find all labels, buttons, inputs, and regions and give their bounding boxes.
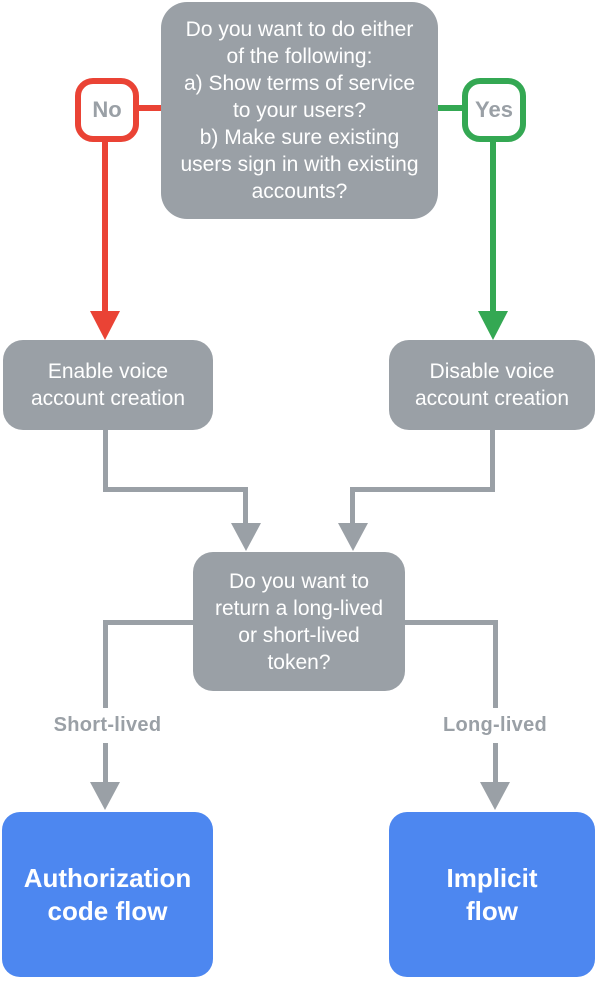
edge-enable-entry-line xyxy=(243,487,248,524)
node-enable-text: Enable voice account creation xyxy=(30,360,186,410)
node-implicit-flow: Implicit flow xyxy=(389,812,595,977)
node-auth-code-text: Authorization code flow xyxy=(23,862,192,926)
badge-yes-text: Yes xyxy=(475,97,513,122)
red-arrow-down-icon xyxy=(90,311,120,340)
edge-yes-horizontal-line xyxy=(436,105,464,111)
green-arrow-down-icon xyxy=(478,311,508,340)
node-authorization-code-flow: Authorization code flow xyxy=(2,812,213,977)
node-token-question: Do you want to return a long-lived or sh… xyxy=(193,552,405,691)
edge-enable-elbow-line xyxy=(103,487,248,492)
edge-label-long-lived-text: Long-lived xyxy=(442,714,548,736)
edge-long-lived-vertical-line xyxy=(493,620,498,783)
edge-disable-drop-line xyxy=(490,430,495,490)
node-top-question-text: Do you want to do either of the followin… xyxy=(180,18,419,203)
edge-label-short-lived: Short-lived xyxy=(23,708,192,743)
edge-disable-entry-line xyxy=(350,487,355,524)
edge-short-lived-horizontal-line xyxy=(103,620,193,625)
badge-no-text: No xyxy=(92,97,122,122)
edge-label-short-lived-text: Short-lived xyxy=(53,714,162,736)
edge-no-horizontal-line xyxy=(136,105,164,111)
edge-disable-elbow-line xyxy=(350,487,495,492)
edge-short-lived-vertical-line xyxy=(103,620,108,783)
node-implicit-text: Implicit flow xyxy=(446,862,538,926)
gray-arrow-down-icon xyxy=(90,782,120,810)
edge-yes-vertical-line xyxy=(490,140,496,312)
node-disable-text: Disable voice account creation xyxy=(414,360,570,410)
badge-no: No xyxy=(75,78,139,142)
node-enable-voice-account-creation: Enable voice account creation xyxy=(3,340,213,430)
edge-enable-drop-line xyxy=(103,430,108,490)
gray-arrow-down-icon xyxy=(231,523,261,551)
gray-arrow-down-icon xyxy=(480,782,510,810)
node-disable-voice-account-creation: Disable voice account creation xyxy=(389,340,595,430)
node-token-question-text: Do you want to return a long-lived or sh… xyxy=(214,569,384,674)
badge-yes: Yes xyxy=(462,78,526,142)
edge-long-lived-horizontal-line xyxy=(405,620,498,625)
gray-arrow-down-icon xyxy=(338,523,368,551)
edge-no-vertical-line xyxy=(102,140,108,312)
edge-label-long-lived: Long-lived xyxy=(411,708,579,743)
node-top-question: Do you want to do either of the followin… xyxy=(161,2,438,219)
